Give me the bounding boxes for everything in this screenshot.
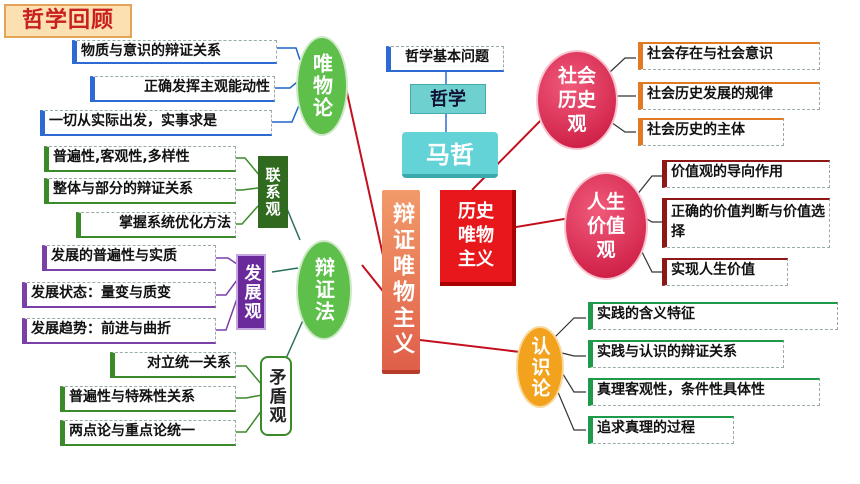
list-item: 社会存在与社会意识 (638, 42, 820, 70)
list-item: 价值观的导向作用 (662, 160, 830, 188)
page-title: 哲学回顾 (4, 4, 132, 38)
list-item: 发展趋势：前进与曲折 (22, 318, 216, 344)
mazhe-box: 马哲 (402, 132, 498, 178)
list-item: 整体与部分的辩证关系 (44, 178, 236, 204)
list-item: 普遍性,客观性,多样性 (44, 146, 236, 172)
list-item: 社会历史的主体 (638, 118, 784, 146)
list-item: 实现人生价值 (662, 258, 788, 286)
list-item: 掌握系统优化方法 (76, 212, 236, 238)
list-item: 两点论与重点论统一 (60, 420, 236, 446)
list-item: 发展的普遍性与实质 (42, 245, 216, 271)
list-item: 正确的价值判断与价值选择 (662, 198, 830, 248)
list-item: 社会历史发展的规律 (638, 82, 820, 110)
list-item: 物质与意识的辩证关系 (72, 40, 277, 64)
lishi-weiwu-box: 历史唯物主义 (440, 190, 516, 286)
lianxi-branches (235, 157, 261, 225)
list-item: 正确发挥主观能动性 (90, 76, 275, 102)
lianxiguan-box: 联系观 (258, 156, 288, 228)
list-item: 普遍性与特殊性关系 (60, 386, 236, 412)
maodun-branches (235, 365, 263, 433)
maodunguan-box: 矛盾观 (260, 356, 292, 436)
renshilun-circle: 认识论 (516, 326, 564, 408)
list-item: 实践的含义特征 (588, 302, 838, 330)
rensheng-circle: 人生价值观 (564, 172, 648, 280)
fazhanguan-box: 发展观 (236, 254, 266, 330)
jibenwenti-box: 哲学基本问题 (386, 46, 504, 72)
line-renshilun (419, 339, 521, 353)
bianzhengfa-circle: 辩证法 (296, 240, 352, 340)
list-item: 实践与认识的辩证关系 (588, 340, 784, 368)
list-item: 发展状态：量变与质变 (22, 282, 216, 308)
list-item: 对立统一关系 (110, 352, 236, 378)
line-weiwulun (345, 87, 389, 279)
bianzheng-weiwu-box: 辩证唯物主义 (382, 190, 420, 374)
shehui-circle: 社会历史观 (536, 50, 618, 150)
zhexue-box: 哲学 (410, 84, 486, 114)
list-item: 追求真理的过程 (588, 416, 734, 444)
list-item: 真理客观性，条件性具体性 (588, 378, 820, 406)
weiwulun-circle: 唯物论 (296, 36, 348, 136)
list-item: 一切从实际出发，实事求是 (40, 110, 272, 136)
